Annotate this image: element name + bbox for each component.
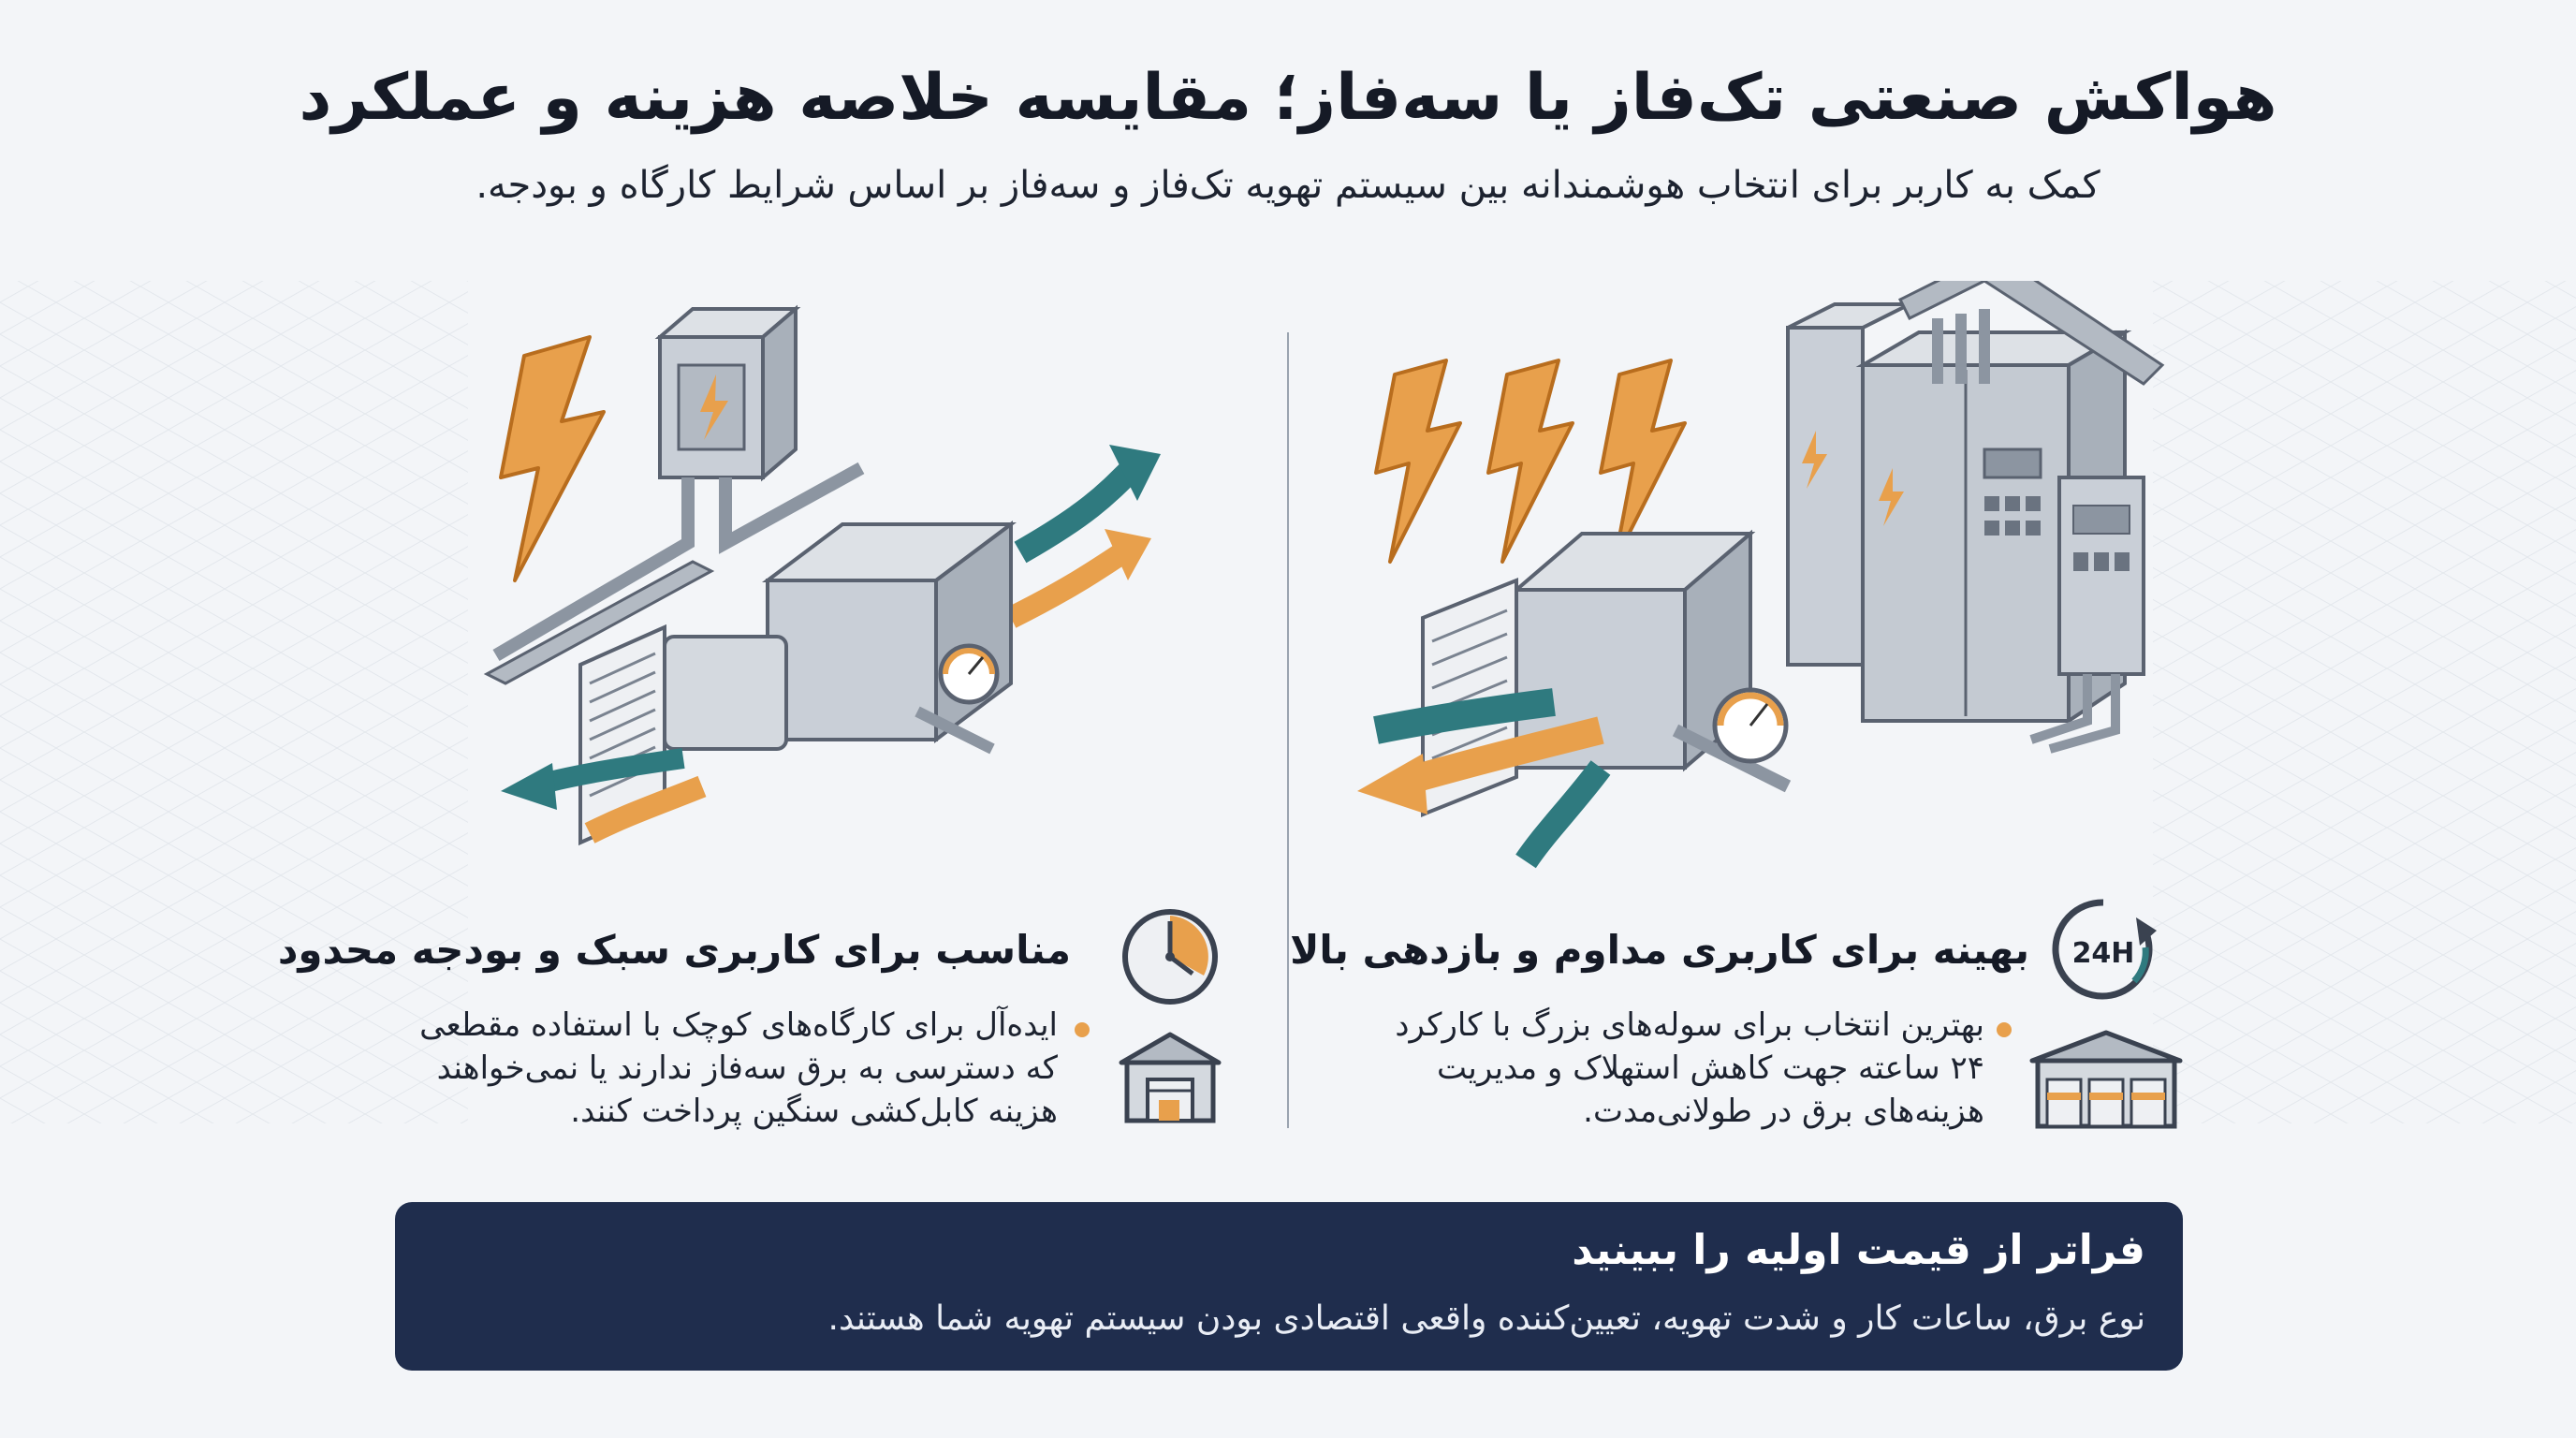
banner-title: فراتر از قیمت اولیه را ببینید <box>1572 1226 2145 1274</box>
three-phase-fan-illustration <box>1357 281 2165 869</box>
banner-text: نوع برق، ساعات کار و شدت تهویه، تعیین‌کن… <box>827 1299 2145 1338</box>
single-lightning-icon <box>499 335 606 582</box>
clock-24h-icon: 24H <box>2052 899 2157 1000</box>
single-phase-fan-illustration <box>483 304 1161 846</box>
triple-lightning-icon <box>1374 359 1687 564</box>
three-phase-heading: بهینه برای کاربری مداوم و بازدهی بالا <box>1290 927 2029 973</box>
page-title: هواکش صنعتی تک‌فاز یا سه‌فاز؛ مقایسه خلا… <box>299 61 2277 135</box>
single-phase-fan-motor <box>578 521 1017 846</box>
timer-icon <box>1122 909 1218 1005</box>
three-phase-description: بهترین انتخاب برای سوله‌های بزرگ با کارک… <box>1395 1006 1984 1130</box>
large-warehouse-icon <box>2029 1030 2183 1129</box>
single-phase-heading: مناسب برای کاربری سبک و بودجه محدود <box>277 927 1071 973</box>
clock-24h-label: 24H <box>2072 937 2135 970</box>
summary-banner: فراتر از قیمت اولیه را ببینید نوع برق، س… <box>395 1202 2183 1371</box>
page-subtitle: کمک به کاربر برای انتخاب هوشمندانه بین س… <box>476 164 2100 207</box>
three-phase-bullet <box>1997 1022 2012 1037</box>
single-phase-description: ایده‌آل برای کارگاه‌های کوچک با استفاده … <box>419 1006 1058 1130</box>
single-phase-bullet <box>1075 1022 1090 1037</box>
small-workshop-icon <box>1119 1032 1222 1123</box>
single-phase-electric-box <box>654 304 801 482</box>
column-divider <box>1287 332 1289 1128</box>
three-phase-control-cabinet <box>1786 281 2165 754</box>
